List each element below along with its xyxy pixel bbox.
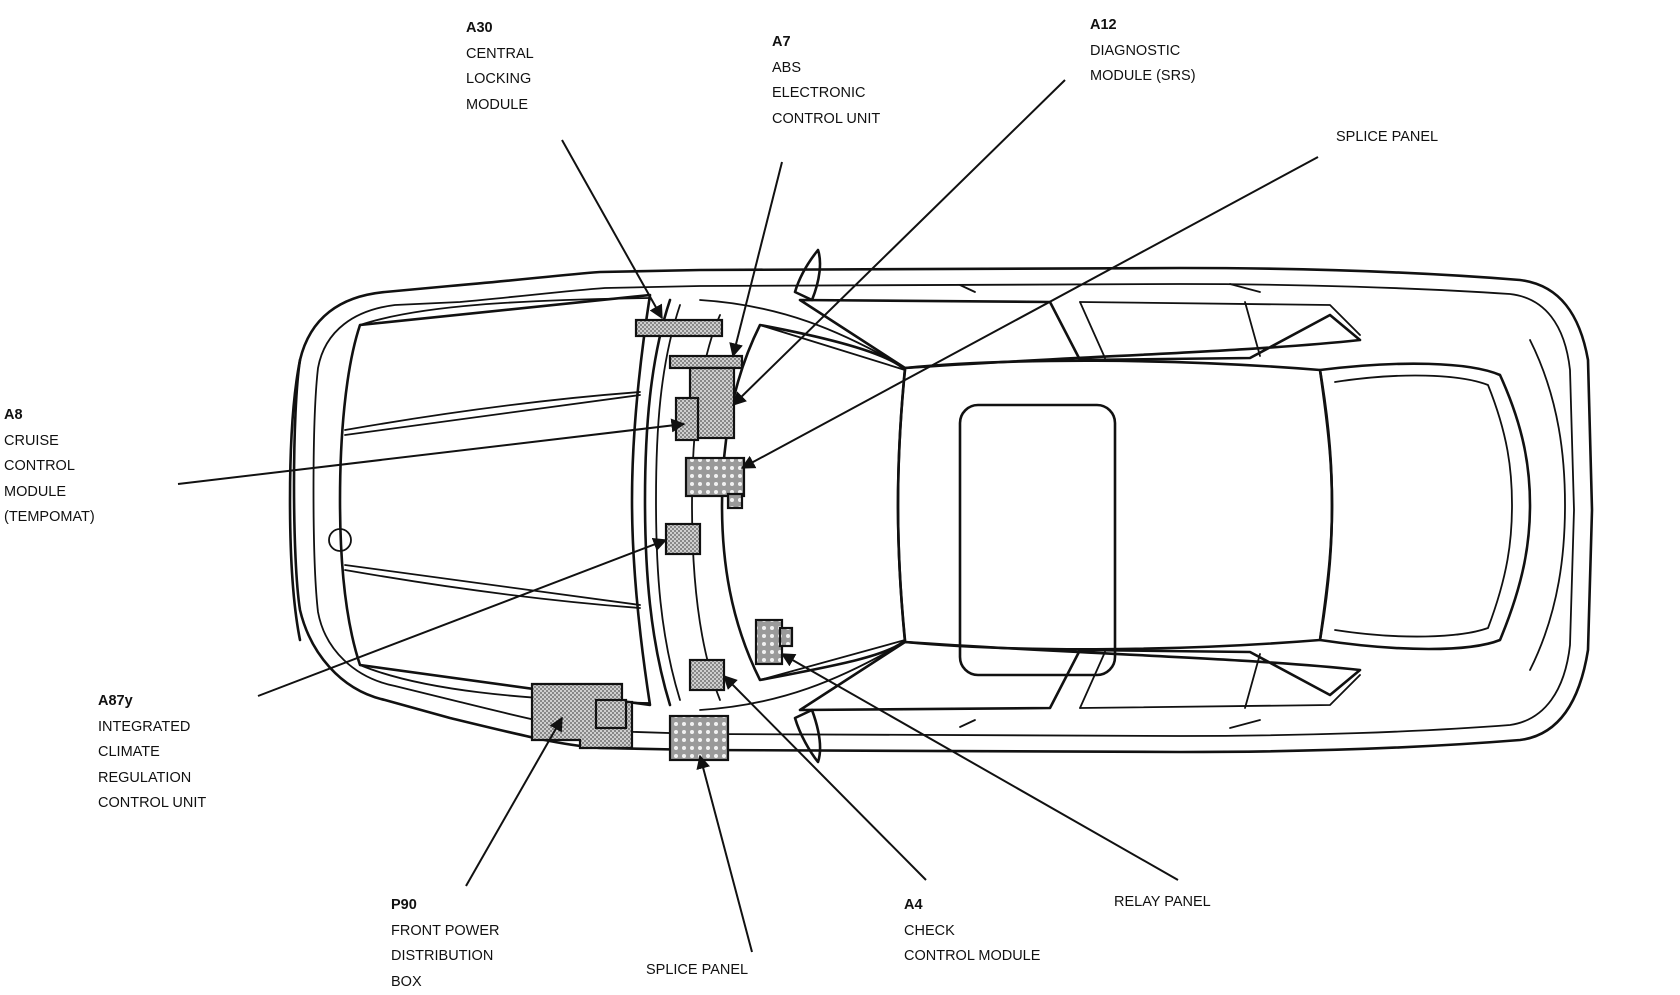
- mirror-left: [795, 250, 820, 300]
- label-a87y-id: A87y: [98, 689, 206, 715]
- label-splice-top-line: SPLICE PANEL: [1336, 125, 1438, 151]
- relay-panel-tab-shape: [780, 628, 792, 646]
- label-a7-line: CONTROL UNIT: [772, 107, 880, 133]
- a87y-climate-control-unit-shape: [666, 524, 700, 554]
- label-a8-line: (TEMPOMAT): [4, 505, 95, 531]
- label-p90-line: FRONT POWER: [391, 919, 499, 945]
- splice-panel-top-shape: [686, 458, 744, 496]
- label-a4-line: CHECK: [904, 919, 1040, 945]
- sunroof: [960, 405, 1115, 675]
- car-outline: [290, 250, 1592, 762]
- label-splice-panel-top: SPLICE PANEL: [1336, 125, 1438, 151]
- label-a7-line: ELECTRONIC: [772, 81, 880, 107]
- label-a30: A30 CENTRAL LOCKING MODULE: [466, 16, 534, 118]
- label-a12-line: DIAGNOSTIC: [1090, 39, 1196, 65]
- leader-relay: [782, 654, 1178, 880]
- rear-window: [1320, 364, 1530, 649]
- label-a8-line: CRUISE: [4, 429, 95, 455]
- a8-cruise-control-module-shape: [676, 398, 698, 440]
- splice-panel-top-tab-shape: [728, 494, 742, 508]
- label-a87y-line: REGULATION: [98, 766, 206, 792]
- label-a7: A7 ABS ELECTRONIC CONTROL UNIT: [772, 30, 880, 132]
- label-a87y-line: INTEGRATED: [98, 715, 206, 741]
- label-a30-id: A30: [466, 16, 534, 42]
- label-a8: A8 CRUISE CONTROL MODULE (TEMPOMAT): [4, 403, 95, 531]
- label-a12-line: MODULE (SRS): [1090, 64, 1196, 90]
- windshield: [722, 325, 905, 680]
- label-a4-line: CONTROL MODULE: [904, 944, 1040, 970]
- relay-panel-shape: [756, 620, 782, 664]
- label-a8-line: CONTROL: [4, 454, 95, 480]
- label-relay-panel: RELAY PANEL: [1114, 890, 1211, 916]
- mirror-right: [795, 710, 820, 762]
- label-a7-id: A7: [772, 30, 880, 56]
- a4-check-control-module-shape: [690, 660, 724, 690]
- label-a87y: A87y INTEGRATED CLIMATE REGULATION CONTR…: [98, 689, 206, 817]
- label-relay-line: RELAY PANEL: [1114, 890, 1211, 916]
- label-a87y-line: CLIMATE: [98, 740, 206, 766]
- leader-a4: [724, 676, 926, 880]
- car-body-inner: [314, 284, 1575, 736]
- label-splice-bottom-line: SPLICE PANEL: [646, 958, 748, 984]
- label-a8-id: A8: [4, 403, 95, 429]
- car-body-outer: [294, 268, 1592, 752]
- leader-lines: [178, 80, 1318, 952]
- label-a4-id: A4: [904, 893, 1040, 919]
- leader-p90: [466, 718, 562, 886]
- label-a87y-line: CONTROL UNIT: [98, 791, 206, 817]
- label-a8-line: MODULE: [4, 480, 95, 506]
- label-a4: A4 CHECK CONTROL MODULE: [904, 893, 1040, 970]
- label-a30-line: LOCKING: [466, 67, 534, 93]
- label-a30-line: CENTRAL: [466, 42, 534, 68]
- label-a12: A12 DIAGNOSTIC MODULE (SRS): [1090, 13, 1196, 90]
- label-a30-line: MODULE: [466, 93, 534, 119]
- label-p90: P90 FRONT POWER DISTRIBUTION BOX: [391, 893, 499, 995]
- label-splice-panel-bottom: SPLICE PANEL: [646, 958, 748, 984]
- label-a12-id: A12: [1090, 13, 1196, 39]
- label-p90-line: BOX: [391, 970, 499, 995]
- a30-central-locking-module-shape: [636, 320, 722, 336]
- label-p90-id: P90: [391, 893, 499, 919]
- leader-a8: [178, 424, 684, 484]
- a7-abs-control-unit-top-shape: [670, 356, 742, 368]
- leader-splice-bottom: [700, 756, 752, 952]
- hood: [340, 295, 650, 705]
- label-a7-line: ABS: [772, 56, 880, 82]
- splice-panel-bottom-shape: [670, 716, 728, 760]
- label-p90-line: DISTRIBUTION: [391, 944, 499, 970]
